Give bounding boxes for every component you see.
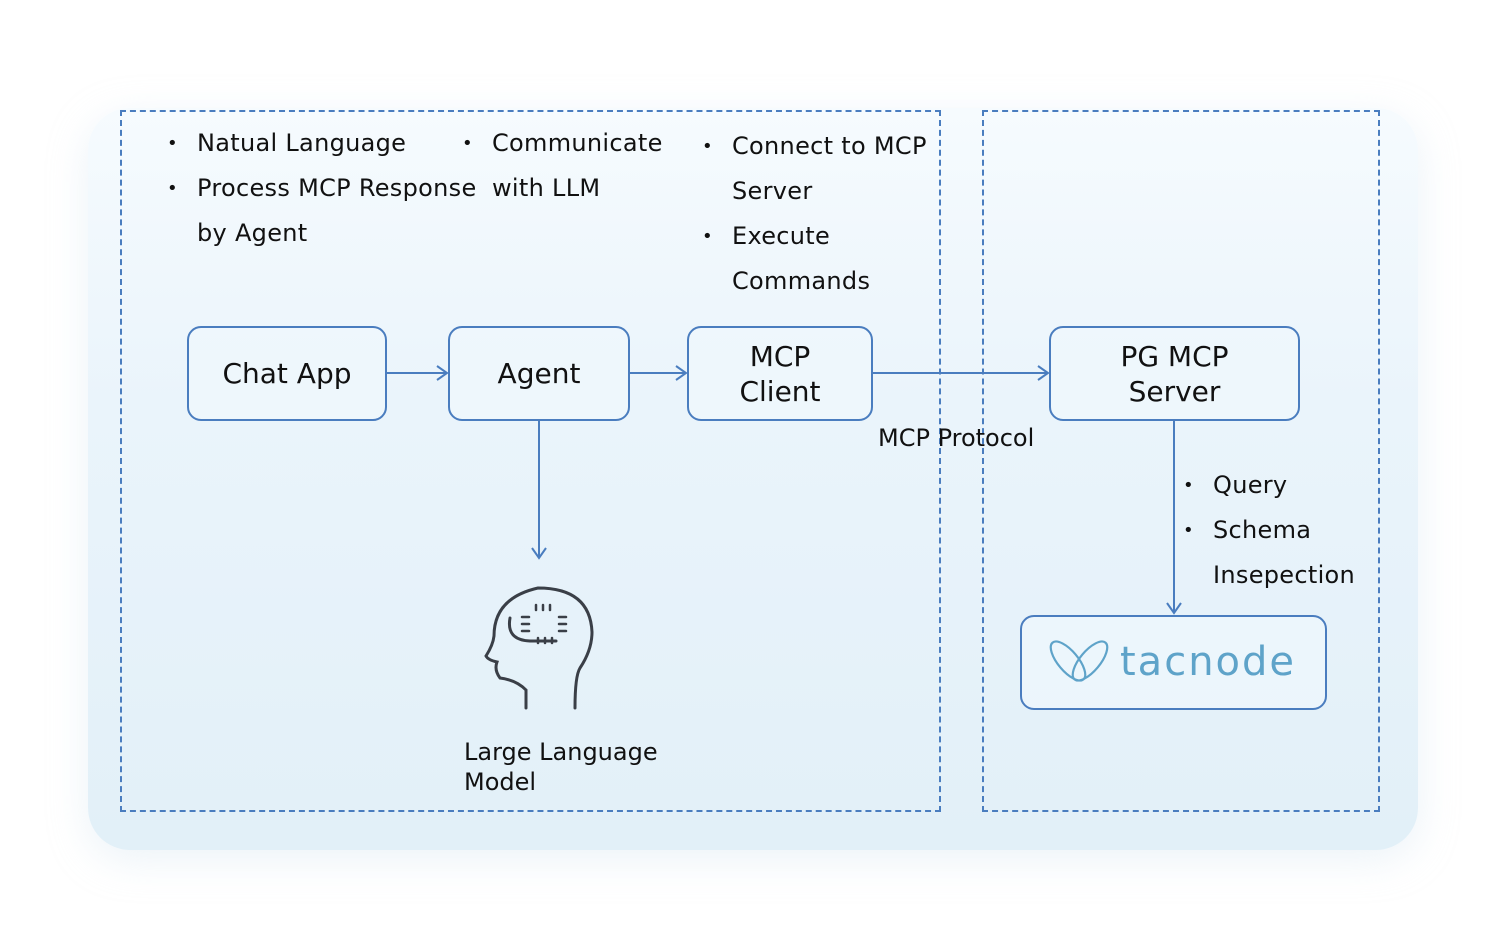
node-mcp-client-label-2: Client — [739, 374, 821, 408]
note-by-agent: by Agent — [197, 219, 308, 247]
tacnode-logo-text: tacnode — [1120, 639, 1297, 685]
tacnode-logo-icon — [1049, 639, 1109, 682]
node-pg-mcp-server-label-2: Server — [1128, 374, 1221, 408]
note-schema: Schema — [1183, 508, 1311, 553]
client-side-region — [120, 110, 941, 812]
note-query: Query — [1183, 463, 1287, 508]
llm-label-line2: Model — [464, 768, 537, 796]
node-pg-mcp-server[interactable]: PG MCP Server — [1049, 326, 1300, 421]
note-inspection: Insepection — [1213, 561, 1356, 589]
node-mcp-client-label-1: MCP — [749, 339, 811, 373]
llm-label-line1: Large Language — [464, 738, 658, 766]
note-process-mcp-response: Process MCP Response — [167, 166, 477, 211]
node-agent-label: Agent — [497, 357, 581, 390]
node-pg-mcp-server-label-1: PG MCP — [1120, 339, 1229, 373]
node-tacnode[interactable]: tacnode — [1020, 615, 1327, 710]
note-connect-to-mcp: Connect to MCP — [702, 124, 927, 169]
node-chat-app-label: Chat App — [222, 357, 352, 390]
mcp-protocol-label: MCP Protocol — [878, 424, 1035, 452]
node-agent[interactable]: Agent — [448, 326, 630, 421]
node-chat-app[interactable]: Chat App — [187, 326, 387, 421]
note-with-llm: with LLM — [492, 174, 601, 202]
note-server: Server — [732, 177, 813, 205]
note-natural-language: Natual Language — [167, 121, 406, 166]
note-commands: Commands — [732, 267, 871, 295]
note-communicate: Communicate — [462, 121, 663, 166]
node-mcp-client[interactable]: MCP Client — [687, 326, 873, 421]
note-execute: Execute — [702, 214, 830, 259]
server-side-region — [982, 110, 1380, 812]
